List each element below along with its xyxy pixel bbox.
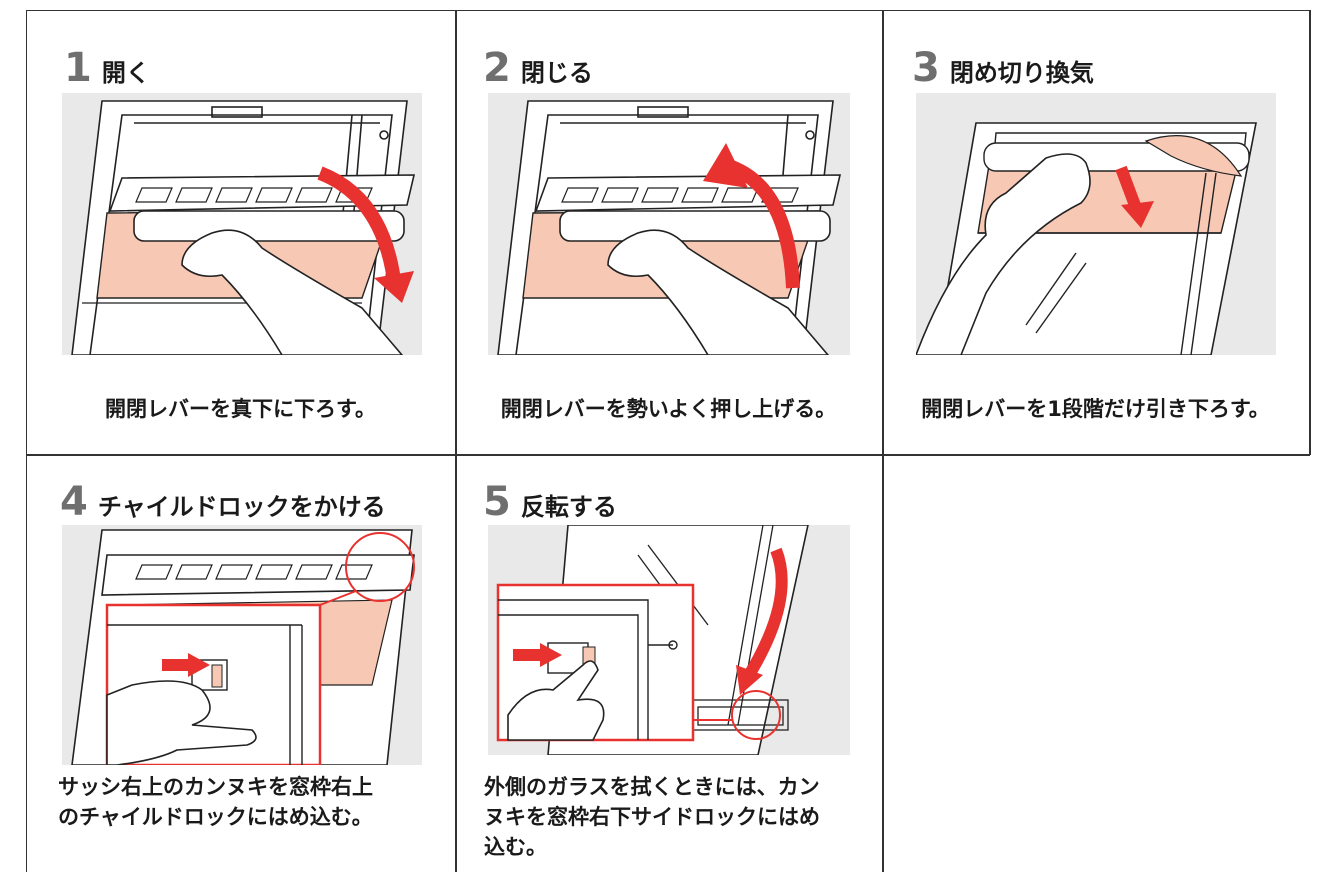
step-4-heading: 4 チャイルドロックをかける xyxy=(60,482,386,522)
step-number: 1 xyxy=(64,45,92,91)
grid-divider xyxy=(1309,10,1311,455)
caption-line: のチャイルドロックにはめ込む。 xyxy=(58,805,373,829)
step-number: 2 xyxy=(483,45,511,91)
grid-divider xyxy=(455,10,457,872)
step-2-caption: 開閉レバーを勢いよく押し上げる。 xyxy=(500,397,837,421)
grid-divider xyxy=(882,10,884,872)
instruction-grid xyxy=(26,10,1310,872)
step-number: 4 xyxy=(60,479,88,525)
step-3-caption: 開閉レバーを1段階だけ引き下ろす。 xyxy=(921,397,1270,421)
caption-line: サッシ右上のカンヌキを窓枠右上 xyxy=(58,775,373,799)
step-title: 閉め切り換気 xyxy=(949,59,1094,87)
step-title: 閉じる xyxy=(520,59,593,87)
step-5-heading: 5 反転する xyxy=(483,482,617,522)
ventilation-illustration xyxy=(916,93,1276,355)
grid-divider xyxy=(26,454,1310,456)
child-lock-illustration xyxy=(62,525,422,765)
step-3-heading: 3 閉め切り換気 xyxy=(912,48,1094,88)
step-number: 5 xyxy=(483,479,511,525)
step-1-heading: 1 開く xyxy=(64,48,150,88)
step-title: 反転する xyxy=(520,493,617,521)
caption-line: 外側のガラスを拭くときには、カン xyxy=(484,775,820,799)
step-1-caption: 開閉レバーを真下に下ろす。 xyxy=(105,397,376,421)
step-4-caption: サッシ右上のカンヌキを窓枠右上 のチャイルドロックにはめ込む。 xyxy=(58,772,448,832)
open-window-illustration xyxy=(62,93,422,355)
caption-line: 込む。 xyxy=(484,835,547,859)
step-number: 3 xyxy=(912,45,940,91)
step-title: 開く xyxy=(101,59,150,87)
close-window-illustration xyxy=(488,93,850,355)
step-5-caption: 外側のガラスを拭くときには、カン ヌキを窓枠右下サイドロックにはめ 込む。 xyxy=(484,772,874,862)
reverse-window-illustration xyxy=(488,525,850,755)
step-title: チャイルドロックをかける xyxy=(97,493,386,521)
caption-line: ヌキを窓枠右下サイドロックにはめ xyxy=(484,805,820,829)
step-2-heading: 2 閉じる xyxy=(483,48,593,88)
